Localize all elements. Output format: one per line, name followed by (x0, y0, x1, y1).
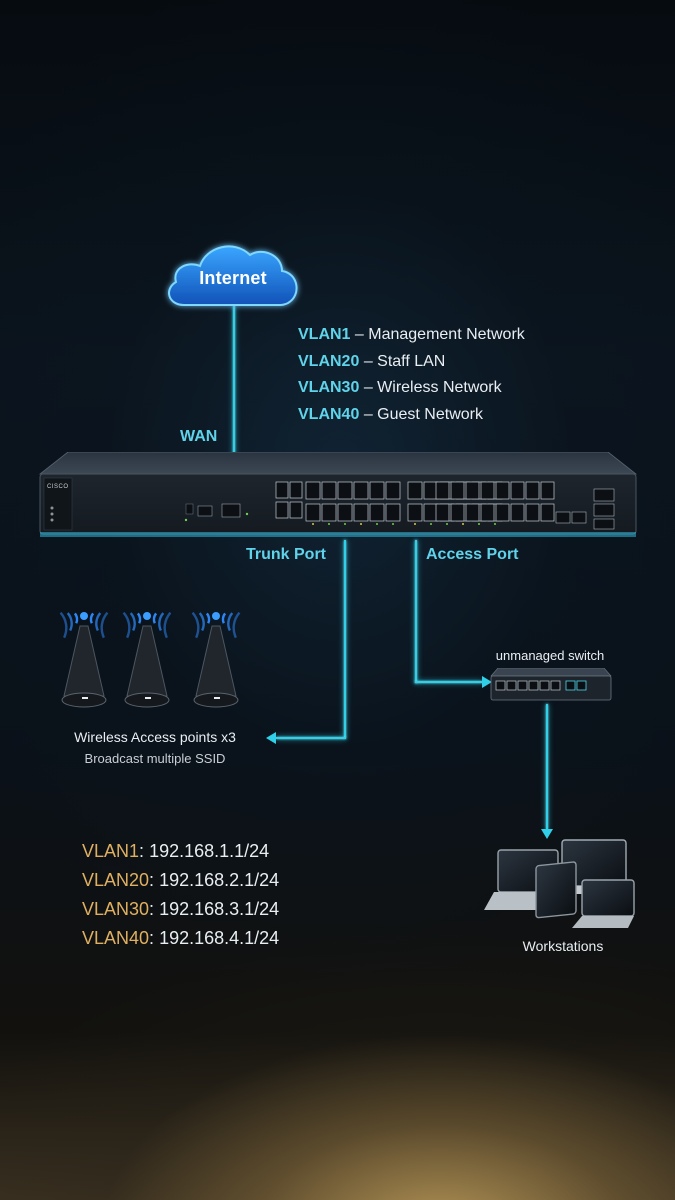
access-point-3 (191, 611, 241, 708)
workstation-link (546, 704, 548, 830)
vlan-name: VLAN40 (298, 405, 360, 423)
internet-cloud-icon (168, 245, 298, 306)
vlan-ip-row: VLAN20: 192.168.2.1/24 (82, 870, 280, 890)
vlan-name: VLAN20 (298, 352, 360, 370)
vlan-ip-row: VLAN30: 192.168.3.1/24 (82, 899, 280, 919)
ip-address: 192.168.1.1/24 (149, 841, 270, 861)
unmanaged-switch (490, 668, 612, 701)
trunk-arrow-icon (266, 732, 276, 744)
vlan-legend-row: VLAN40 – Guest Network (298, 402, 525, 429)
vlan-legend-row: VLAN20 – Staff LAN (298, 349, 525, 376)
vlan-ip-list: VLAN1: 192.168.1.1/24 VLAN20: 192.168.2.… (82, 837, 279, 953)
vlan-ip-row: VLAN1: 192.168.1.1/24 (82, 841, 270, 861)
unmanaged-switch-label: unmanaged switch (495, 648, 605, 663)
access-link-vertical (415, 540, 417, 683)
workstations-laptops-icon (484, 839, 635, 928)
vlan-legend-row: VLAN30 – Wireless Network (298, 375, 525, 402)
trunk-port-label: Trunk Port (246, 546, 327, 563)
ip-address: 192.168.4.1/24 (159, 928, 280, 948)
vlan-desc: – Guest Network (363, 405, 483, 423)
trunk-link-horizontal (276, 737, 346, 739)
vlan-desc: – Management Network (354, 326, 525, 343)
vlan-desc: – Staff LAN (363, 352, 446, 370)
vlan-legend-row: VLAN1 – Management Network (298, 322, 525, 349)
wan-link (233, 305, 235, 457)
access-arrow-icon (482, 676, 492, 688)
ip-address: 192.168.3.1/24 (159, 899, 280, 919)
access-points-title: Wireless Access points x3 (74, 729, 236, 745)
access-point-2 (122, 611, 172, 708)
ip-vlan-name: VLAN20 (82, 870, 150, 890)
internet-label: Internet (199, 268, 267, 288)
trunk-link-vertical (344, 540, 346, 738)
ip-vlan-name: VLAN1 (82, 841, 140, 861)
access-link-horizontal (415, 681, 483, 683)
ip-vlan-name: VLAN30 (82, 899, 150, 919)
vlan-name: VLAN1 (298, 326, 351, 343)
vlan-legend: VLAN1 – Management Network VLAN20 – Staf… (298, 322, 525, 428)
vlan-desc: – Wireless Network (363, 379, 502, 396)
core-switch (38, 452, 638, 537)
ip-vlan-name: VLAN40 (82, 928, 150, 948)
access-points-subtitle: Broadcast multiple SSID (84, 751, 226, 766)
ip-address: 192.168.2.1/24 (159, 870, 280, 890)
vlan-ip-row: VLAN40: 192.168.4.1/24 (82, 928, 280, 948)
wan-label: WAN (180, 428, 218, 445)
access-point-1 (59, 611, 109, 708)
workstation-arrow-icon (541, 829, 553, 839)
switch-brand-label: CISCO (47, 484, 69, 490)
access-port-label: Access Port (426, 546, 519, 563)
workstations-label: Workstations (522, 938, 604, 954)
vlan-name: VLAN30 (298, 379, 360, 396)
